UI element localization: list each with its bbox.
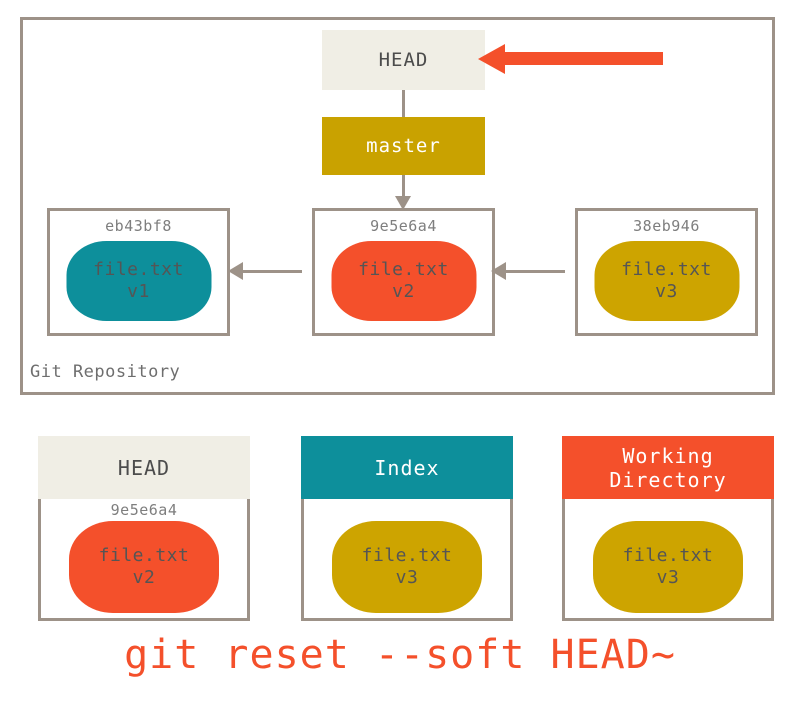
commit-hash: 9e5e6a4	[370, 217, 437, 235]
blob-filename: file.txt	[361, 544, 453, 566]
area-header: Working Directory	[562, 436, 774, 499]
area-header: Index	[301, 436, 513, 499]
area-head: HEAD 9e5e6a4 file.txt v2	[38, 436, 250, 621]
commit-parent-link-arrowhead	[228, 262, 243, 280]
area-body: 9e5e6a4 file.txt v2	[38, 499, 250, 621]
commit-blob: file.txt v2	[331, 241, 476, 321]
master-to-commit-arrowhead	[395, 196, 411, 210]
area-hash	[304, 501, 510, 520]
blob-version: v3	[395, 567, 419, 588]
area-blob: file.txt v3	[332, 521, 482, 613]
commit-parent-link-arrowhead	[491, 262, 506, 280]
area-blob: file.txt v3	[593, 521, 743, 613]
master-ref-label: master	[366, 135, 441, 157]
commit-hash: 38eb946	[633, 217, 700, 235]
blob-filename: file.txt	[98, 544, 190, 566]
commit-hash: eb43bf8	[105, 217, 172, 235]
blob-version: v2	[392, 281, 415, 302]
head-ref-box: HEAD	[322, 30, 485, 90]
blob-version: v3	[656, 567, 680, 588]
blob-filename: file.txt	[622, 544, 714, 566]
commit-blob: file.txt v3	[594, 241, 739, 321]
area-blob: file.txt v2	[69, 521, 219, 613]
head-ref-label: HEAD	[378, 49, 429, 71]
commit-parent-link-line	[503, 270, 565, 273]
blob-version: v3	[655, 281, 678, 302]
area-body: file.txt v3	[562, 499, 774, 621]
commit-blob: file.txt v1	[66, 241, 211, 321]
area-title: HEAD	[117, 455, 171, 480]
git-repository-label: Git Repository	[30, 362, 181, 382]
commit-cell: 38eb946 file.txt v3	[575, 208, 758, 336]
reset-pointer-arrow-head	[478, 44, 505, 74]
git-repository-frame	[20, 17, 775, 395]
commit-cell: eb43bf8 file.txt v1	[47, 208, 230, 336]
commit-parent-link-line	[240, 270, 302, 273]
area-hash: 9e5e6a4	[110, 501, 178, 519]
area-hash	[565, 501, 771, 520]
area-body: file.txt v3	[301, 499, 513, 621]
area-working-directory: Working Directory file.txt v3	[562, 436, 774, 621]
master-ref-box: master	[322, 117, 485, 175]
area-title-line2: Directory	[609, 467, 727, 492]
area-index: Index file.txt v3	[301, 436, 513, 621]
blob-filename: file.txt	[93, 258, 184, 280]
commit-cell: 9e5e6a4 file.txt v2	[312, 208, 495, 336]
head-to-master-connector	[402, 90, 405, 117]
blob-version: v2	[132, 567, 156, 588]
master-to-commit-connector-line	[402, 175, 405, 200]
area-header: HEAD	[38, 436, 250, 499]
blob-version: v1	[127, 281, 150, 302]
blob-filename: file.txt	[358, 258, 449, 280]
command-caption: git reset --soft HEAD~	[124, 632, 676, 678]
reset-pointer-arrow-shaft	[503, 52, 663, 65]
area-title: Working	[622, 443, 714, 468]
area-title: Index	[374, 455, 440, 480]
blob-filename: file.txt	[621, 258, 712, 280]
